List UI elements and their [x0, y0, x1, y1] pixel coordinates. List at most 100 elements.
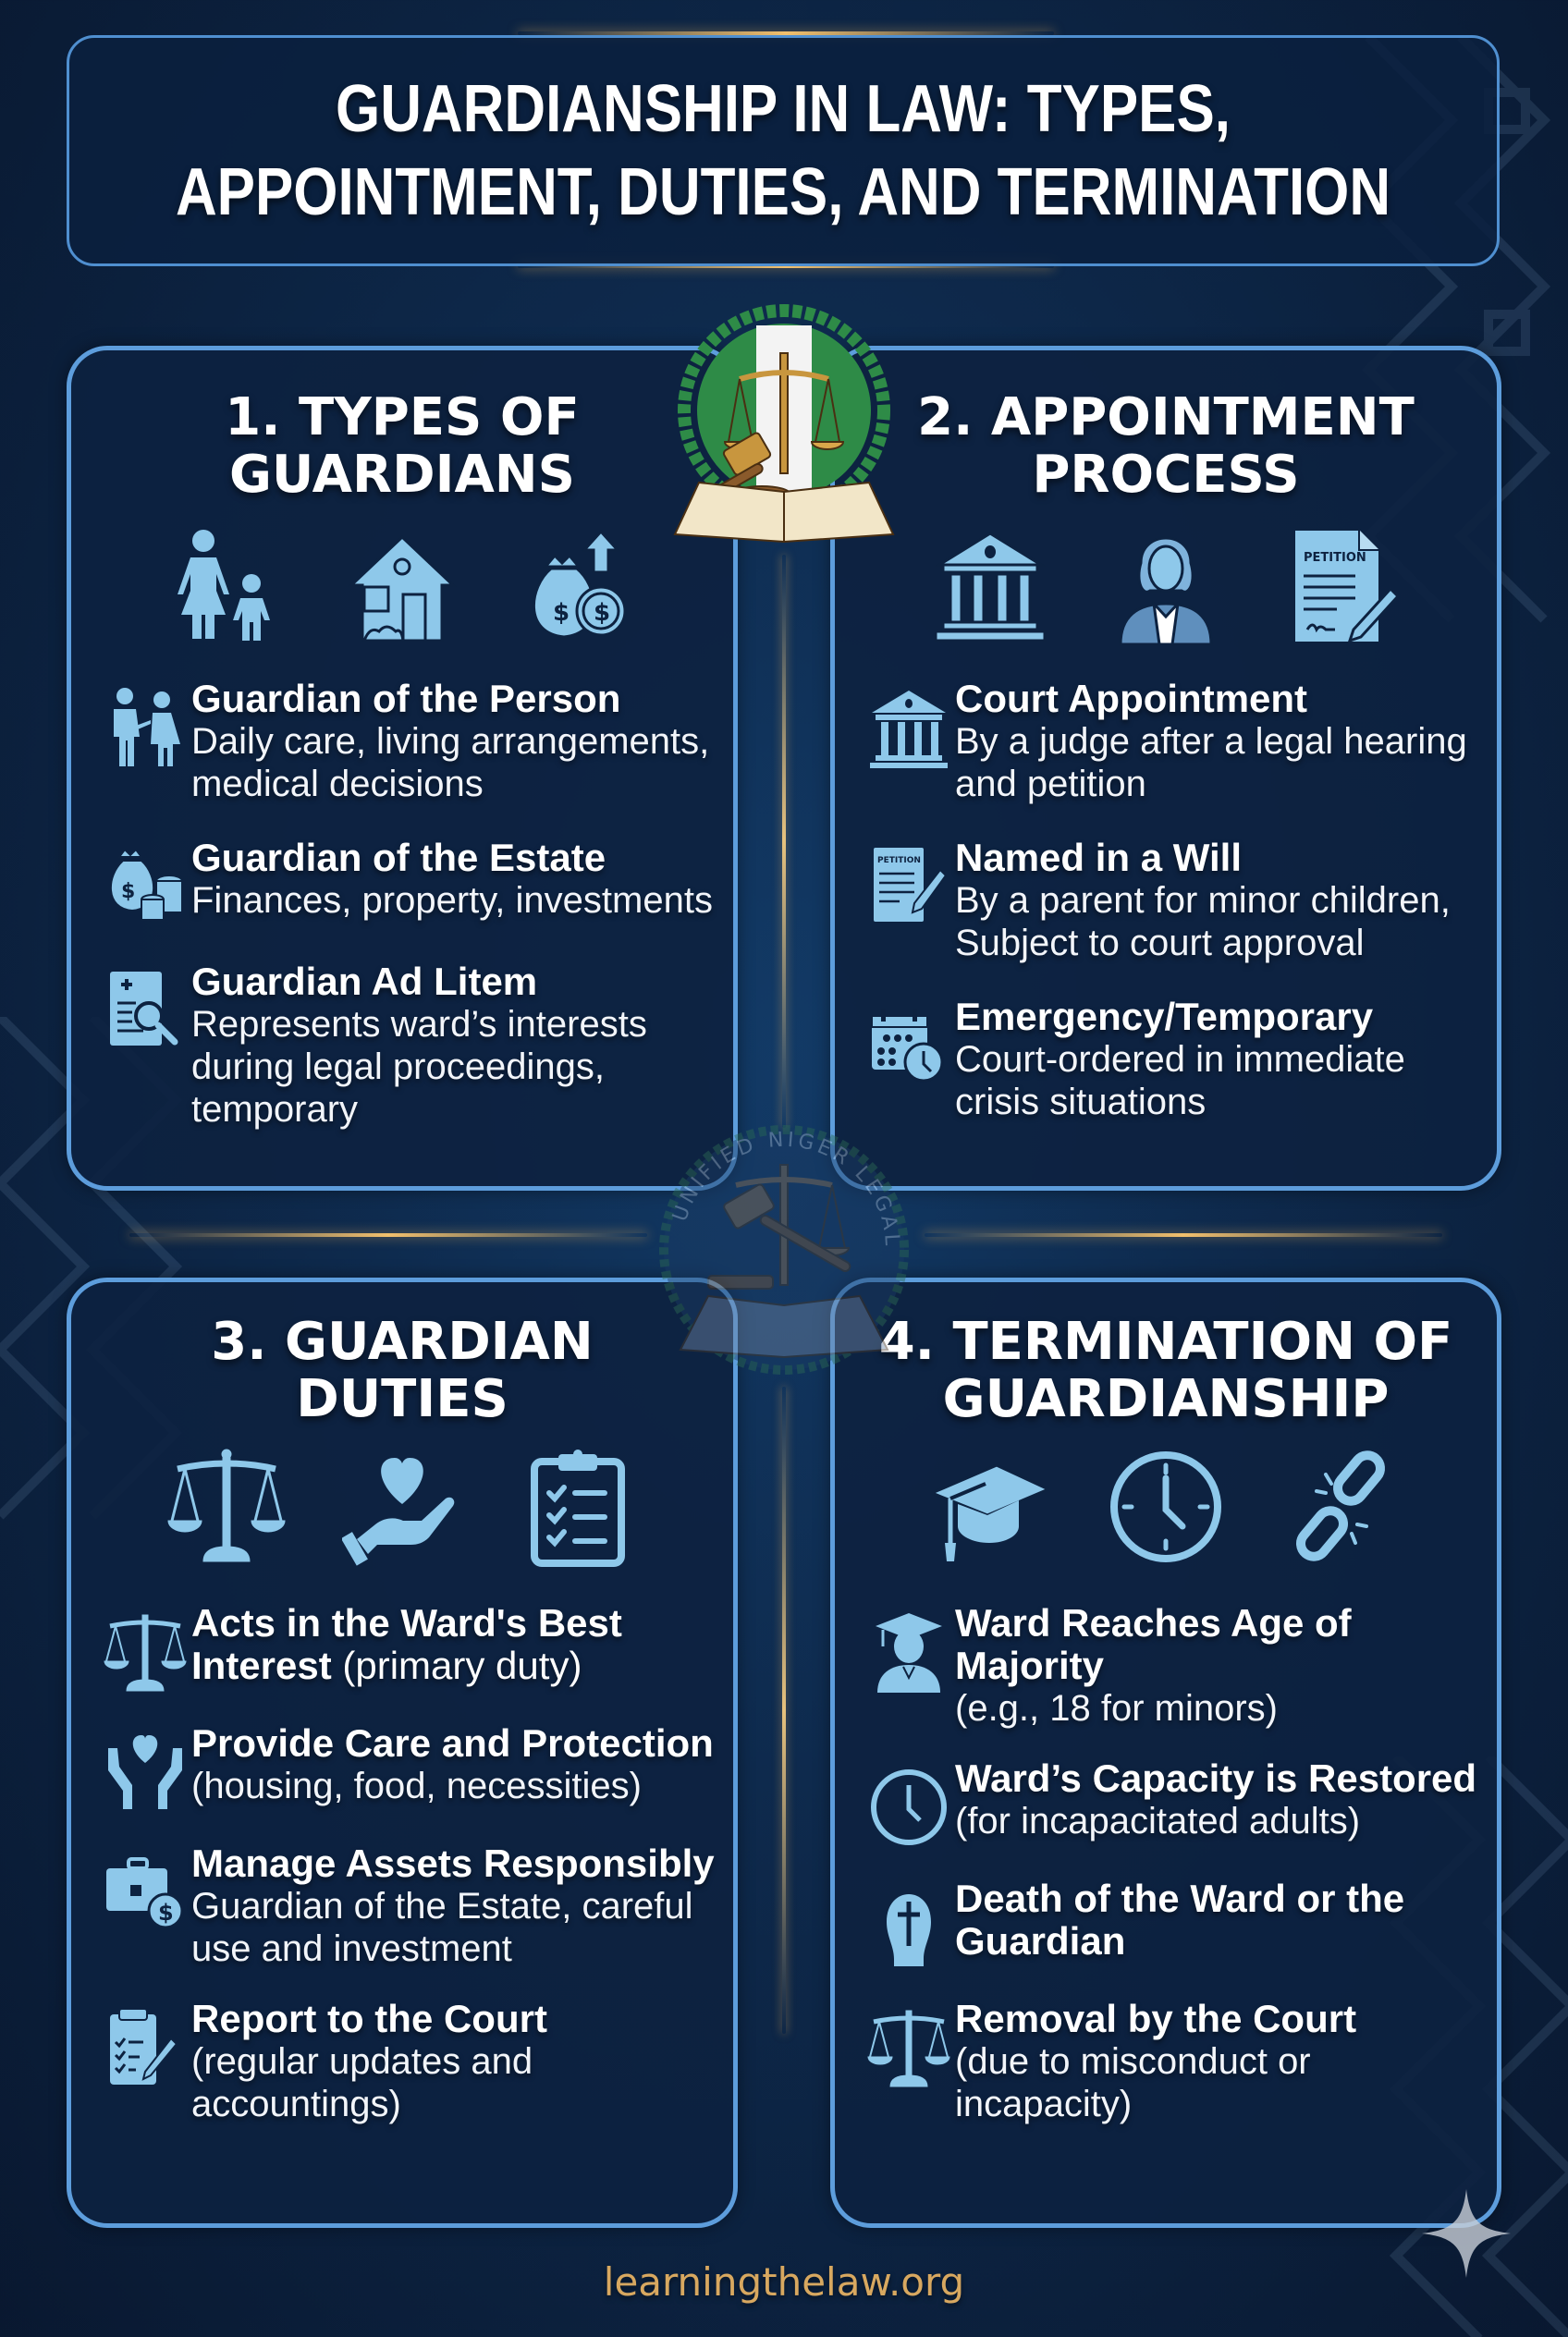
- courthouse-icon: [934, 532, 1047, 642]
- glow-divider-vertical-top: [782, 555, 786, 1128]
- title-line-2: APPOINTMENT, DUTIES, AND TERMINATION: [175, 155, 1391, 229]
- list-item: Court Appointment By a judge after a leg…: [863, 678, 1478, 805]
- item-description: (primary duty): [342, 1644, 582, 1687]
- item-description: (regular updates and accountings): [191, 2041, 533, 2124]
- clock-icon: [1110, 1451, 1221, 1562]
- svg-text:PETITION: PETITION: [1304, 551, 1366, 565]
- list-item: Emergency/Temporary Court-ordered in imm…: [863, 996, 1478, 1123]
- item-description: (for incapacitated adults): [955, 1801, 1361, 1841]
- glow-divider-title-bottom: [518, 264, 1054, 268]
- list-item: Guardian Ad Litem Represents ward’s inte…: [99, 960, 715, 1131]
- item-heading: Acts in the Ward's Best Interest (primar…: [191, 1601, 622, 1687]
- svg-text:PETITION: PETITION: [877, 856, 921, 865]
- item-heading: Manage Assets Responsibly: [191, 1841, 715, 1885]
- item-heading: Guardian of the Estate: [191, 836, 606, 879]
- parent-child-icon: [178, 530, 270, 641]
- tombstone-cross-icon: [887, 1894, 931, 1966]
- item-description: By a parent for minor children, Subject …: [955, 880, 1451, 963]
- item-heading: Emergency/Temporary: [955, 995, 1374, 1038]
- item-description: (e.g., 18 for minors): [955, 1688, 1279, 1729]
- petition-document-icon: PETITION: [874, 848, 948, 922]
- list-item: PETITION Named in a Will By a parent for…: [863, 837, 1478, 964]
- courthouse-icon: [870, 691, 948, 768]
- family-icon: [114, 688, 180, 766]
- glow-divider-top: [518, 31, 1054, 35]
- appointment-list: Court Appointment By a judge after a leg…: [863, 678, 1478, 1155]
- heart-in-hand-icon: [342, 1458, 455, 1566]
- section-header-icons: [71, 1447, 733, 1567]
- item-heading: Ward’s Capacity is Restored: [955, 1756, 1477, 1800]
- list-item: Acts in the Ward's Best Interest (primar…: [99, 1602, 715, 1695]
- checklist-clipboard-icon: [531, 1450, 625, 1567]
- clipboard-pen-icon: [110, 2008, 178, 2085]
- item-description: By a judge after a legal hearing and pet…: [955, 721, 1467, 804]
- title-line-1: GUARDIANSHIP IN LAW: TYPES,: [336, 72, 1231, 146]
- section-header-icons: PETITION: [835, 526, 1497, 646]
- title-banner: GUARDIANSHIP IN LAW: TYPES, APPOINTMENT,…: [67, 35, 1500, 266]
- document-magnifier-icon: [110, 972, 178, 1046]
- duties-list: Acts in the Ward's Best Interest (primar…: [99, 1602, 715, 2157]
- svg-text:$: $: [553, 599, 570, 627]
- petition-document-icon: PETITION: [1293, 529, 1401, 643]
- list-item: $ Manage Assets Responsibly Guardian of …: [99, 1842, 715, 1970]
- item-description: Daily care, living arrangements, medical…: [191, 721, 710, 804]
- hands-heart-icon: [108, 1735, 182, 1809]
- item-heading: Report to the Court: [191, 1997, 547, 2040]
- section-header-icons: [835, 1447, 1497, 1567]
- scales-of-justice-icon: [104, 1614, 187, 1692]
- item-heading: Court Appointment: [955, 677, 1308, 720]
- judge-icon: [1119, 536, 1213, 646]
- graduate-person-icon: [876, 1613, 942, 1693]
- item-description: (housing, food, necessities): [191, 1766, 642, 1806]
- list-item: Removal by the Court (due to misconduct …: [863, 1998, 1478, 2125]
- item-heading: Guardian of the Person: [191, 677, 621, 720]
- svg-text:$: $: [121, 880, 135, 903]
- item-description: (due to misconduct or incapacity): [955, 2041, 1311, 2124]
- glow-divider-vertical-bottom: [782, 1387, 786, 2034]
- footer-website[interactable]: learningthelaw.org: [603, 2259, 965, 2305]
- sparkle-icon: [1422, 2189, 1511, 2278]
- scales-gavel-book-emblem: [673, 304, 895, 544]
- list-item: Guardian of the Person Daily care, livin…: [99, 678, 715, 805]
- item-description: Represents ward’s interests during legal…: [191, 1004, 647, 1130]
- money-bag-coins-icon: $: [110, 848, 183, 921]
- item-description: Guardian of the Estate, careful use and …: [191, 1886, 693, 1969]
- termination-list: Ward Reaches Age of Majority (e.g., 18 f…: [863, 1602, 1478, 2157]
- section-header-icons: $$: [71, 526, 733, 646]
- briefcase-dollar-icon: $: [106, 1857, 184, 1929]
- list-item: Death of the Ward or the Guardian: [863, 1878, 1478, 1970]
- list-item: Ward’s Capacity is Restored (for incapac…: [863, 1757, 1478, 1850]
- item-heading: Guardian Ad Litem: [191, 960, 538, 1003]
- watermark-emblem: UNIFIED NIGER LEGAL: [659, 1125, 909, 1375]
- calendar-clock-icon: [871, 1009, 944, 1083]
- item-description: Finances, property, investments: [191, 880, 713, 921]
- list-item: $ Guardian of the Estate Finances, prope…: [99, 837, 715, 929]
- scales-of-justice-icon: [167, 1449, 286, 1562]
- svg-text:$: $: [594, 599, 610, 627]
- item-heading: Provide Care and Protection: [191, 1721, 714, 1765]
- list-item: Ward Reaches Age of Majority (e.g., 18 f…: [863, 1602, 1478, 1730]
- guardian-types-list: Guardian of the Person Daily care, livin…: [99, 678, 715, 1162]
- item-heading: Named in a Will: [955, 836, 1243, 879]
- item-description: Court-ordered in immediate crisis situat…: [955, 1039, 1405, 1122]
- list-item: Provide Care and Protection (housing, fo…: [99, 1722, 715, 1815]
- graduation-cap-icon: [930, 1463, 1050, 1561]
- item-heading: Death of the Ward or the Guardian: [955, 1877, 1405, 1963]
- clock-icon: [871, 1769, 947, 1845]
- list-item: Report to the Court (regular updates and…: [99, 1998, 715, 2125]
- glow-divider-mid-left: [129, 1233, 647, 1237]
- scales-of-justice-icon: [867, 2010, 950, 2087]
- svg-text:$: $: [158, 1900, 174, 1926]
- house-icon: [348, 534, 457, 642]
- item-heading: Ward Reaches Age of Majority: [955, 1601, 1352, 1687]
- page-title: GUARDIANSHIP IN LAW: TYPES, APPOINTMENT,…: [176, 67, 1390, 234]
- item-heading: Removal by the Court: [955, 1997, 1357, 2040]
